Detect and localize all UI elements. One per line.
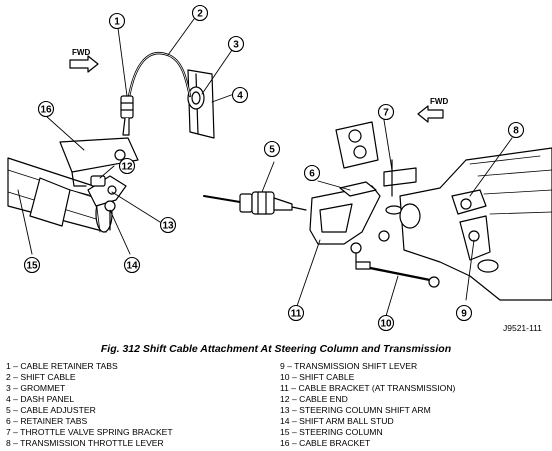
fwd-label-right: FWD [430,97,448,106]
callout-circle [227,35,245,53]
legend-item: 6 – RETAINER TABS [6,416,88,426]
callout-10: 10 [377,314,395,332]
callout-13: 13 [159,216,177,234]
callout-number: 11 [291,309,302,320]
callout-8: 8 [507,121,525,139]
legend-item: 13 – STEERING COLUMN SHIFT ARM [280,405,431,415]
figure-caption: Fig. 312 Shift Cable Attachment At Steer… [100,343,452,355]
cable-bracket-transmission [309,185,390,263]
callout-2: 2 [191,4,209,22]
legend-item: 10 – SHIFT CABLE [280,372,355,382]
fwd-arrow-left-icon [69,55,99,73]
callout-number: 7 [383,108,389,119]
callout-circle [303,164,321,182]
steering-column-shift-arm [87,175,127,207]
legend-item: 12 – CABLE END [280,394,348,404]
callout-circle [191,4,209,22]
callout-circle [377,103,395,121]
legend-item: 15 – STEERING COLUMN [280,427,383,437]
legend-left: 1 – CABLE RETAINER TABS 2 – SHIFT CABLE … [6,361,173,449]
callout-number: 13 [162,221,174,232]
callout-number: 1 [114,17,120,28]
callout-circle [23,256,41,274]
legend-right: 9 – TRANSMISSION SHIFT LEVER 10 – SHIFT … [280,361,455,449]
callout-circle [507,121,525,139]
callout-number: 4 [237,91,243,102]
callout-number: 16 [40,105,52,116]
cable-adjuster [203,191,307,215]
callout-number: 3 [233,40,239,51]
transmission-throttle-lever [451,189,487,215]
callout-15: 15 [23,256,41,274]
shift-arm-ball-stud [104,200,116,231]
callout-circle [37,100,55,118]
callout-3: 3 [227,35,245,53]
legend-item: 7 – THROTTLE VALVE SPRING BRACKET [6,427,173,437]
callout-circle [159,216,177,234]
callout-6: 6 [303,164,321,182]
callout-circle [377,314,395,332]
callout-circle [108,12,126,30]
legend-item: 9 – TRANSMISSION SHIFT LEVER [280,361,418,371]
callout-number: 8 [513,126,519,137]
legend-item: 3 – GROMMET [6,383,66,393]
callout-circle [287,304,305,322]
callout-number: 12 [121,162,133,173]
retainer-tabs [339,181,377,197]
callout-circle [455,304,473,322]
fwd-arrow-right-icon [417,105,444,123]
legend-item: 11 – CABLE BRACKET (AT TRANSMISSION) [280,383,456,393]
fwd-label-left: FWD [72,48,90,57]
shift-cable-upper [125,52,192,112]
callout-16: 16 [37,100,55,118]
callout-number: 6 [309,169,315,180]
callout-number: 2 [197,9,203,20]
callout-9: 9 [455,304,473,322]
callout-circle [263,140,281,158]
callout-circle [231,86,249,104]
cable-end [90,175,106,187]
callout-11: 11 [287,304,305,322]
callout-number: 9 [461,309,467,320]
callout-number: 5 [269,145,275,156]
legend-item: 16 – CABLE BRACKET [280,438,371,448]
legend-item: 2 – SHIFT CABLE [6,372,76,382]
legend-item: 8 – TRANSMISSION THROTTLE LEVER [6,438,164,448]
callout-5: 5 [263,140,281,158]
grommet [187,86,205,110]
legend-item: 5 – CABLE ADJUSTER [6,405,96,415]
leader-lines [17,18,513,317]
cable-retainer-tabs [120,95,134,136]
callout-12: 12 [118,157,136,175]
legend-item: 14 – SHIFT ARM BALL STUD [280,416,394,426]
callout-number: 15 [26,261,38,272]
shift-cable-lower [355,261,440,288]
callout-number: 10 [380,319,392,330]
legend-item: 4 – DASH PANEL [6,394,75,404]
callout-circle [123,256,141,274]
callout-14: 14 [123,256,141,274]
callout-circle [118,157,136,175]
callout-4: 4 [231,86,249,104]
callout-7: 7 [377,103,395,121]
throttle-valve-spring-bracket [335,121,417,215]
figure-code: J9521-111 [503,323,542,333]
legend-item: 1 – CABLE RETAINER TABS [6,361,118,371]
callout-1: 1 [108,12,126,30]
transmission-shift-lever [459,215,499,273]
callout-number: 14 [126,261,138,272]
